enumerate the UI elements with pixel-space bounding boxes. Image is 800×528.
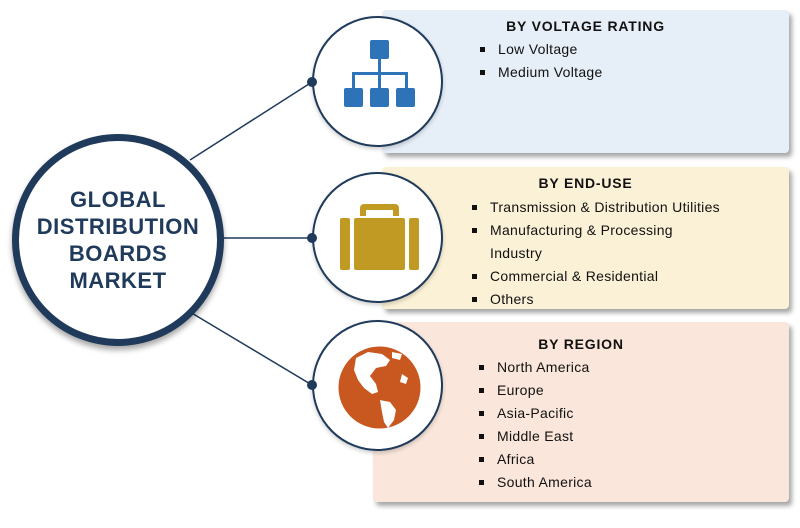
market-title-line: BOARDS [68, 241, 168, 266]
list-item: Africa [477, 448, 592, 471]
segment-title-region: BY REGION [538, 336, 624, 352]
segment-title-voltage: BY VOLTAGE RATING [506, 18, 665, 34]
segment-panel-region: BY REGION North America Europe Asia-Paci… [373, 322, 789, 502]
segment-list-voltage: Low Voltage Medium Voltage [478, 38, 603, 84]
segment-list-region: North America Europe Asia-Pacific Middle… [477, 356, 592, 494]
list-item: Others [470, 288, 720, 311]
segment-list-end-use: Transmission & Distribution Utilities Ma… [470, 196, 720, 311]
market-title-line: GLOBAL [70, 187, 166, 212]
connector-dot-end-use [307, 233, 317, 243]
market-title: GLOBAL DISTRIBUTION BOARDS MARKET [37, 186, 199, 294]
region-icon-circle [312, 320, 443, 451]
list-item-continuation: Industry [490, 245, 543, 261]
list-item: South America [477, 471, 592, 494]
connector-dot-voltage [307, 77, 317, 87]
globe-icon [338, 346, 421, 429]
list-item: North America [477, 356, 592, 379]
connector-region [189, 311, 313, 386]
connector-dot-region [307, 380, 317, 390]
segment-title-end-use: BY END-USE [538, 175, 633, 191]
list-item: Low Voltage [478, 38, 603, 61]
end-use-icon-circle [312, 172, 443, 303]
briefcase-icon [340, 204, 419, 270]
list-item: Transmission & Distribution Utilities [470, 196, 720, 219]
voltage-icon-circle [312, 16, 443, 147]
list-item: Commercial & Residential [470, 265, 720, 288]
market-hub-circle: GLOBAL DISTRIBUTION BOARDS MARKET [12, 134, 224, 346]
hierarchy-icon [344, 40, 415, 107]
list-item: Medium Voltage [478, 61, 603, 84]
list-item: Europe [477, 379, 592, 402]
list-item: Manufacturing & Processing [470, 219, 720, 242]
segment-panel-end-use: BY END-USE Transmission & Distribution U… [382, 167, 789, 309]
market-title-line: MARKET [69, 268, 167, 293]
list-item: Asia-Pacific [477, 402, 592, 425]
connector-voltage [189, 81, 313, 161]
market-title-line: DISTRIBUTION [36, 214, 200, 239]
segment-panel-voltage: BY VOLTAGE RATING Low Voltage Medium Vol… [382, 10, 789, 153]
list-item: Middle East [477, 425, 592, 448]
